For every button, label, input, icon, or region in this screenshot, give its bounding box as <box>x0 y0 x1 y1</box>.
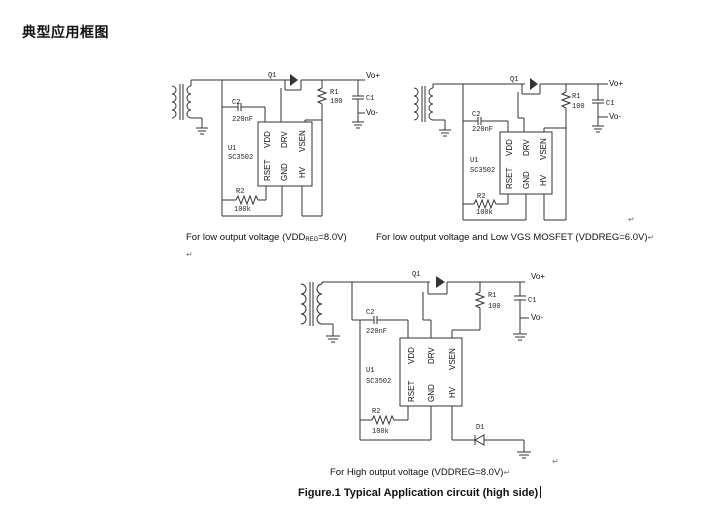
pin-vdd: VDD <box>263 131 272 148</box>
r1-value: 100 <box>488 303 501 311</box>
pin-vsen: VSEN <box>539 138 548 160</box>
figure-caption: Figure.1 Typical Application circuit (hi… <box>298 486 542 499</box>
c1-label: C1 <box>606 100 614 108</box>
transformer-primary <box>413 87 419 121</box>
r1-value: 100 <box>330 98 343 106</box>
caption-2-text: For low output voltage and Low VGS MOSFE… <box>376 232 648 243</box>
u1-label: U1 <box>470 157 478 165</box>
r2-value: 100k <box>372 428 389 436</box>
circuit-3-labels: Q1 Vo+ Vo- R1 100 C1 C2 220nF U1 SC3502 … <box>366 271 545 436</box>
caption-3-text: For High output voltage (VDDREG=8.0V) <box>330 467 504 478</box>
u1-part: SC3502 <box>470 167 495 175</box>
page-heading: 典型应用框图 <box>22 25 109 41</box>
caption-1-prefix: For low output voltage (VDD <box>186 232 306 243</box>
pin-drv: DRV <box>280 131 289 148</box>
c2-label: C2 <box>472 111 480 119</box>
r2-label: R2 <box>236 188 244 196</box>
pin-vdd: VDD <box>505 139 514 156</box>
figure-caption-text: Figure.1 Typical Application circuit (hi… <box>298 487 539 499</box>
text-cursor <box>540 486 542 498</box>
c2-value: 220nF <box>472 126 493 134</box>
pin-vsen: VSEN <box>298 130 307 152</box>
r2-label: R2 <box>372 408 380 416</box>
u1-label: U1 <box>366 367 374 375</box>
pin-rset: RSET <box>407 381 416 402</box>
caption-1-suffix: =8.0V) <box>318 232 347 243</box>
c1-label: C1 <box>366 95 374 103</box>
pin-rset: RSET <box>505 168 514 189</box>
return-mark: ↵ <box>503 468 511 477</box>
pin-drv: DRV <box>427 347 436 364</box>
pin-hv: HV <box>539 174 548 186</box>
caption-circuit-1: For low output voltage (VDDREG=8.0V) <box>186 232 347 243</box>
circuit-3 <box>300 276 531 459</box>
vo-plus-label: Vo+ <box>366 71 380 80</box>
vo-plus-label: Vo+ <box>531 272 545 281</box>
r1-label: R1 <box>488 292 496 300</box>
r2-value: 100k <box>234 206 251 214</box>
circuit-1 <box>171 74 365 217</box>
caption-1-sub: REG <box>305 237 319 243</box>
pin-gnd: GND <box>427 384 436 402</box>
u1-ic-body <box>257 121 313 187</box>
pin-drv: DRV <box>522 139 531 156</box>
vo-minus-label: Vo- <box>531 313 543 322</box>
circuit-2-labels: Q1 Vo+ Vo- R1 100 C1 C2 220nF U1 SC3502 … <box>470 76 623 217</box>
return-mark: ↵ <box>628 215 635 224</box>
transformer-primary <box>171 85 177 119</box>
vo-minus-label: Vo- <box>366 108 378 117</box>
c2-label: C2 <box>366 309 374 317</box>
r1-label: R1 <box>572 93 580 101</box>
caption-circuit-3: For High output voltage (VDDREG=8.0V)↵ <box>330 467 510 478</box>
return-mark: ↵ <box>186 250 193 259</box>
transformer-secondary <box>186 85 192 119</box>
pin-vdd: VDD <box>407 347 416 364</box>
pin-gnd: GND <box>280 163 289 181</box>
u1-part: SC3502 <box>228 154 253 162</box>
vo-plus-label: Vo+ <box>609 79 623 88</box>
circuit-1-labels: Q1 Vo+ Vo- R1 100 C1 C2 220nF U1 SC3502 … <box>228 71 380 214</box>
c2-label: C2 <box>232 99 240 107</box>
pin-hv: HV <box>448 386 457 398</box>
transformer-primary <box>300 283 307 325</box>
c2-value: 220nF <box>232 116 253 124</box>
q1-label: Q1 <box>510 76 518 84</box>
pin-hv: HV <box>298 166 307 178</box>
u1-part: SC3502 <box>366 378 391 386</box>
return-mark: ↵ <box>552 457 559 466</box>
return-mark: ↵ <box>647 233 655 242</box>
r1-label: R1 <box>330 89 338 97</box>
q1-label: Q1 <box>268 72 276 80</box>
d1-label: D1 <box>476 424 484 432</box>
c2-value: 220nF <box>366 328 387 336</box>
r2-label: R2 <box>477 193 485 201</box>
q1-label: Q1 <box>412 271 420 279</box>
vo-minus-label: Vo- <box>609 112 621 121</box>
pin-rset: RSET <box>263 160 272 181</box>
c1-label: C1 <box>528 297 536 305</box>
r1-value: 100 <box>572 103 585 111</box>
u1-label: U1 <box>228 145 236 153</box>
caption-circuit-2: For low output voltage and Low VGS MOSFE… <box>376 232 654 243</box>
pin-gnd: GND <box>522 171 531 189</box>
r2-value: 100k <box>476 209 493 217</box>
pin-vsen: VSEN <box>448 348 457 370</box>
circuit-2 <box>413 78 608 221</box>
